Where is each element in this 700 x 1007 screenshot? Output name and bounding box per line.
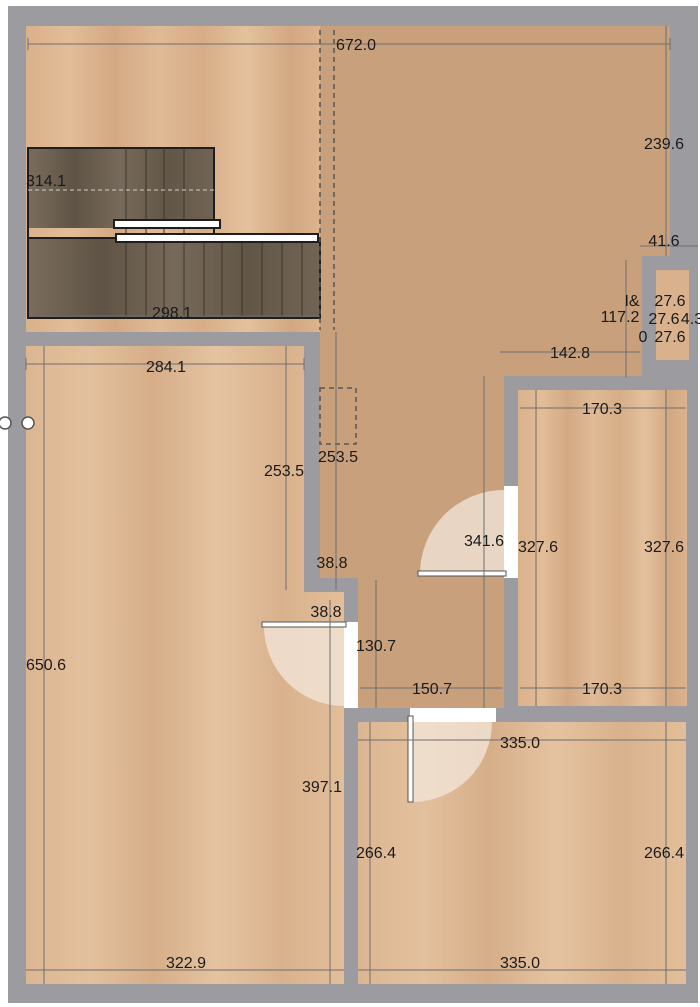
dim-corridor-top: 142.8 bbox=[550, 345, 590, 362]
dimension-lines bbox=[25, 26, 698, 984]
dim-top-total: 672.0 bbox=[336, 37, 376, 54]
dim-closet-side: 4.3 bbox=[681, 311, 700, 328]
dim-right-upper: 239.6 bbox=[644, 136, 684, 153]
lower-right-room-floor bbox=[358, 722, 686, 984]
closet-floor bbox=[655, 270, 689, 360]
dim-center-col-a: 253.5 bbox=[264, 463, 304, 480]
dim-closet-label: I& bbox=[624, 293, 639, 310]
dim-corridor-width: 150.7 bbox=[412, 681, 452, 698]
wall-closet-top bbox=[642, 256, 698, 270]
wall-lower-divider bbox=[344, 708, 358, 984]
door-opening-left bbox=[344, 622, 358, 708]
bedroom-floor bbox=[517, 390, 687, 706]
dim-bedroom-w-top: 170.3 bbox=[582, 401, 622, 418]
dim-lower-right-left: 266.4 bbox=[356, 845, 396, 862]
dim-door-height: 130.7 bbox=[356, 638, 396, 655]
dim-lower-right-top: 335.0 bbox=[500, 735, 540, 752]
dim-hall-depth: 341.6 bbox=[464, 533, 504, 550]
dim-closet-c: 27.6 bbox=[654, 329, 685, 346]
dim-left-bottom: 322.9 bbox=[166, 955, 206, 972]
wall-stair-bottom bbox=[26, 332, 318, 346]
dim-closet-zero: 0 bbox=[639, 329, 648, 346]
dim-right-notch: 41.6 bbox=[648, 233, 679, 250]
dim-lower-right-right: 266.4 bbox=[644, 845, 684, 862]
door-opening-lower bbox=[410, 708, 496, 722]
dim-stair-height: 314.1 bbox=[26, 173, 66, 190]
door-swing-left bbox=[264, 626, 344, 706]
wall-bedroom-left bbox=[504, 376, 518, 486]
dim-passage-a: 38.8 bbox=[316, 555, 347, 572]
wall-closet-left bbox=[642, 256, 656, 378]
door-opening-bedroom bbox=[504, 486, 518, 578]
dim-bedroom-h-right: 327.6 bbox=[644, 539, 684, 556]
dim-stair-width: 298.1 bbox=[152, 305, 192, 322]
dim-bedroom-h-left: 327.6 bbox=[518, 539, 558, 556]
dim-lower-right-bottom: 335.0 bbox=[500, 955, 540, 972]
wall-handle-right[interactable] bbox=[21, 416, 35, 430]
door-swing-lower bbox=[412, 722, 492, 802]
dim-left-room-height: 650.6 bbox=[26, 657, 66, 674]
dim-left-lower: 397.1 bbox=[302, 779, 342, 796]
wall-bedroom-top bbox=[504, 376, 688, 390]
door-leaf-lower bbox=[407, 715, 414, 803]
dim-closet-a: 27.6 bbox=[654, 293, 685, 310]
wall-center-vertical bbox=[304, 346, 318, 590]
left-room-floor bbox=[26, 346, 345, 984]
dim-closet-b: 27.6 bbox=[648, 311, 679, 328]
dim-passage-b: 38.8 bbox=[310, 604, 341, 621]
hall-floor bbox=[320, 26, 670, 708]
dim-bedroom-w-bottom: 170.3 bbox=[582, 681, 622, 698]
dim-left-room-width: 284.1 bbox=[146, 359, 186, 376]
staircase bbox=[27, 147, 321, 319]
dimension-labels: 672.0 239.6 41.6 314.1 298.1 284.1 253.5… bbox=[26, 37, 700, 972]
door-leaf-left bbox=[261, 621, 347, 628]
wall-handle-left[interactable] bbox=[0, 416, 12, 430]
dim-closet-depth: 117.2 bbox=[601, 309, 640, 326]
wall-bedroom-left-lower bbox=[504, 578, 518, 722]
dashed-guides bbox=[319, 30, 357, 445]
door-leaf-bedroom bbox=[417, 570, 507, 577]
wall-center-lower bbox=[344, 578, 358, 622]
door-swing-bedroom bbox=[419, 490, 504, 576]
dim-center-col-b: 253.5 bbox=[318, 449, 358, 466]
